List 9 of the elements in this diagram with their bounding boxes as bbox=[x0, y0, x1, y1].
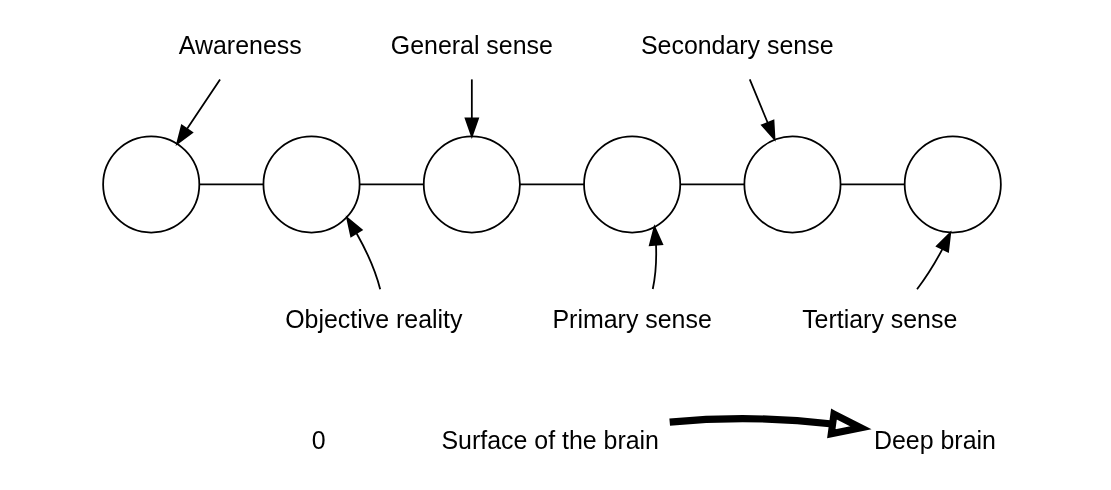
node-text: General sense bbox=[390, 30, 553, 59]
node-text: Deep brain bbox=[873, 426, 996, 455]
node-text: Primary sense bbox=[552, 305, 712, 334]
node-text: Tertiary sense bbox=[801, 305, 957, 334]
node-text: Secondary sense bbox=[640, 30, 834, 59]
node-text: Awareness bbox=[178, 30, 302, 59]
label: 0 bbox=[311, 426, 326, 455]
node-text: Surface of the brain bbox=[440, 426, 659, 455]
node-text: Objective reality bbox=[284, 305, 463, 334]
